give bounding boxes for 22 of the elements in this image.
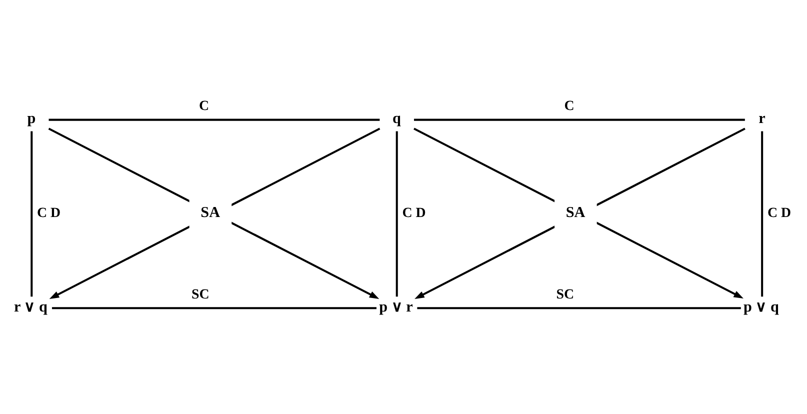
connector [417, 307, 741, 310]
connector [396, 131, 398, 297]
node-text: r [758, 110, 766, 128]
node-text: r ∨ q [14, 298, 48, 316]
node-text: p ∨ r [379, 298, 413, 316]
label: SA [566, 204, 586, 222]
edge-label: C D [402, 206, 426, 221]
node-text: q [392, 110, 401, 128]
label: SA [200, 204, 220, 222]
connector [52, 307, 376, 310]
node-text: p [27, 110, 36, 128]
edge-label: C D [767, 206, 792, 221]
connector [48, 118, 380, 121]
connector [761, 131, 764, 297]
node-text: p ∨ q [743, 298, 779, 316]
connector [414, 118, 745, 121]
edge-label: SC [556, 287, 574, 302]
edge-label: C [564, 99, 574, 114]
edge-label: SC [191, 287, 210, 302]
connector [30, 131, 33, 297]
edge-label: C [199, 99, 210, 114]
edge-label: C D [37, 206, 61, 221]
